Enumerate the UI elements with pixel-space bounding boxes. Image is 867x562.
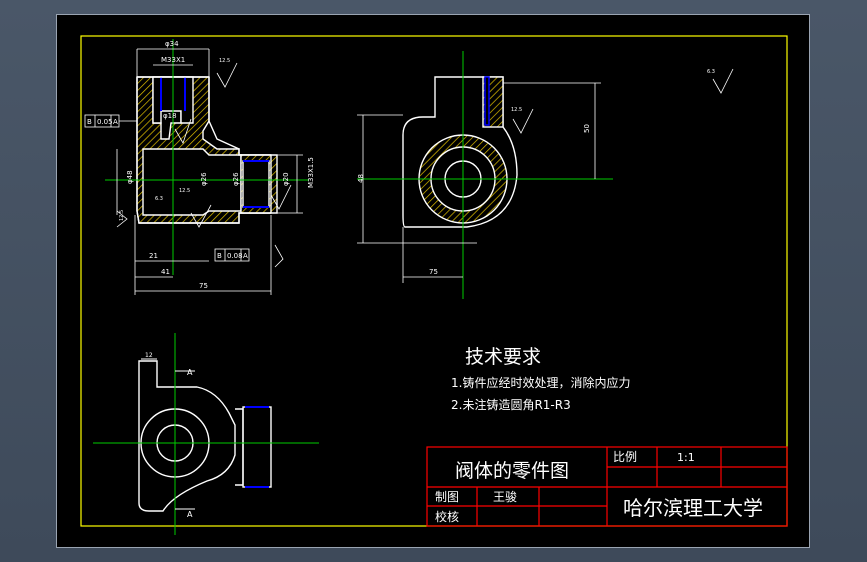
tech-line-1: 1.铸件应经时效处理，消除内应力 [451,375,630,390]
school-name: 哈尔滨理工大学 [623,496,763,520]
rough-left: 12.5 [119,210,125,221]
side-view [402,76,518,228]
section-a-top: A [187,368,193,377]
dim-m33: M33X1 [161,56,185,64]
tol-a1: A [113,118,118,126]
dim-m33x15: M33X1.5 [307,157,315,188]
section-a-bottom: A [187,510,193,519]
dim-48: 48 [357,174,365,183]
tol-v2: 0.08 [227,252,243,260]
drawn-label: 制图 [435,490,459,504]
dim-d26b: φ26 [232,172,240,186]
dim-d48: φ48 [126,170,134,184]
part-name: 阀体的零件图 [455,460,569,482]
tolerance-frames [84,114,250,262]
drawn-name: 王骏 [493,490,517,504]
dim-41: 41 [161,268,170,276]
section-markers [141,358,195,510]
dim-75: 75 [199,282,208,290]
top-view [138,360,272,512]
tol-b2: B [217,252,222,260]
title-block [426,446,788,527]
rough-mid: 12.5 [179,188,190,194]
front-section-view [136,76,278,224]
tol-b1: B [87,118,92,126]
dim-d20: φ20 [282,172,290,186]
front-dim-text: φ34 M33X1 φ18 φ48 φ26 φ26 φ20 M33X1.5 12… [87,40,315,290]
dim-50: 50 [583,124,591,133]
right-boss-bore [242,160,270,208]
scale-value: 1:1 [677,451,695,464]
rough-low: 6.3 [155,196,163,202]
cad-drawing: φ34 M33X1 φ18 φ48 φ26 φ26 φ20 M33X1.5 12… [80,35,788,535]
side-dim-text: 48 50 75 12.5 6.3 [357,69,715,276]
tol-a2: A [243,252,248,260]
section-cavity [142,148,242,216]
drawing-frame: φ34 M33X1 φ18 φ48 φ26 φ26 φ20 M33X1.5 12… [56,14,810,548]
rough-top: 12.5 [219,58,230,64]
side-view-outline [402,76,518,228]
front-centerlines [105,39,309,275]
title-block-text: 阀体的零件图 比例 1:1 制图 王骏 校核 哈尔滨理工大学 [435,450,763,524]
front-dimensions [116,48,303,295]
dim-d18: φ18 [163,112,177,120]
rough-corner: 6.3 [707,69,715,75]
tech-title: 技术要求 [465,346,541,368]
checked-label: 校核 [435,509,459,524]
side-dimensions [357,68,734,283]
dim-21: 21 [149,252,158,260]
dim-d26: φ26 [200,172,208,186]
side-centerlines [357,51,613,299]
top-view-outline [138,360,236,512]
dim-12: 12 [145,352,153,359]
scale-label: 比例 [613,450,637,464]
tech-line-2: 2.未注铸造圆角R1-R3 [451,397,571,412]
dim-d34: φ34 [165,40,179,48]
top-view-text: A A 12 [145,352,193,519]
tol-v1: 0.05 [97,118,113,126]
dim-75r: 75 [429,268,438,276]
top-centerlines [93,333,319,535]
rough-side: 12.5 [511,107,522,113]
tech-requirements: 技术要求 1.铸件应经时效处理，消除内应力 2.未注铸造圆角R1-R3 [451,346,630,412]
